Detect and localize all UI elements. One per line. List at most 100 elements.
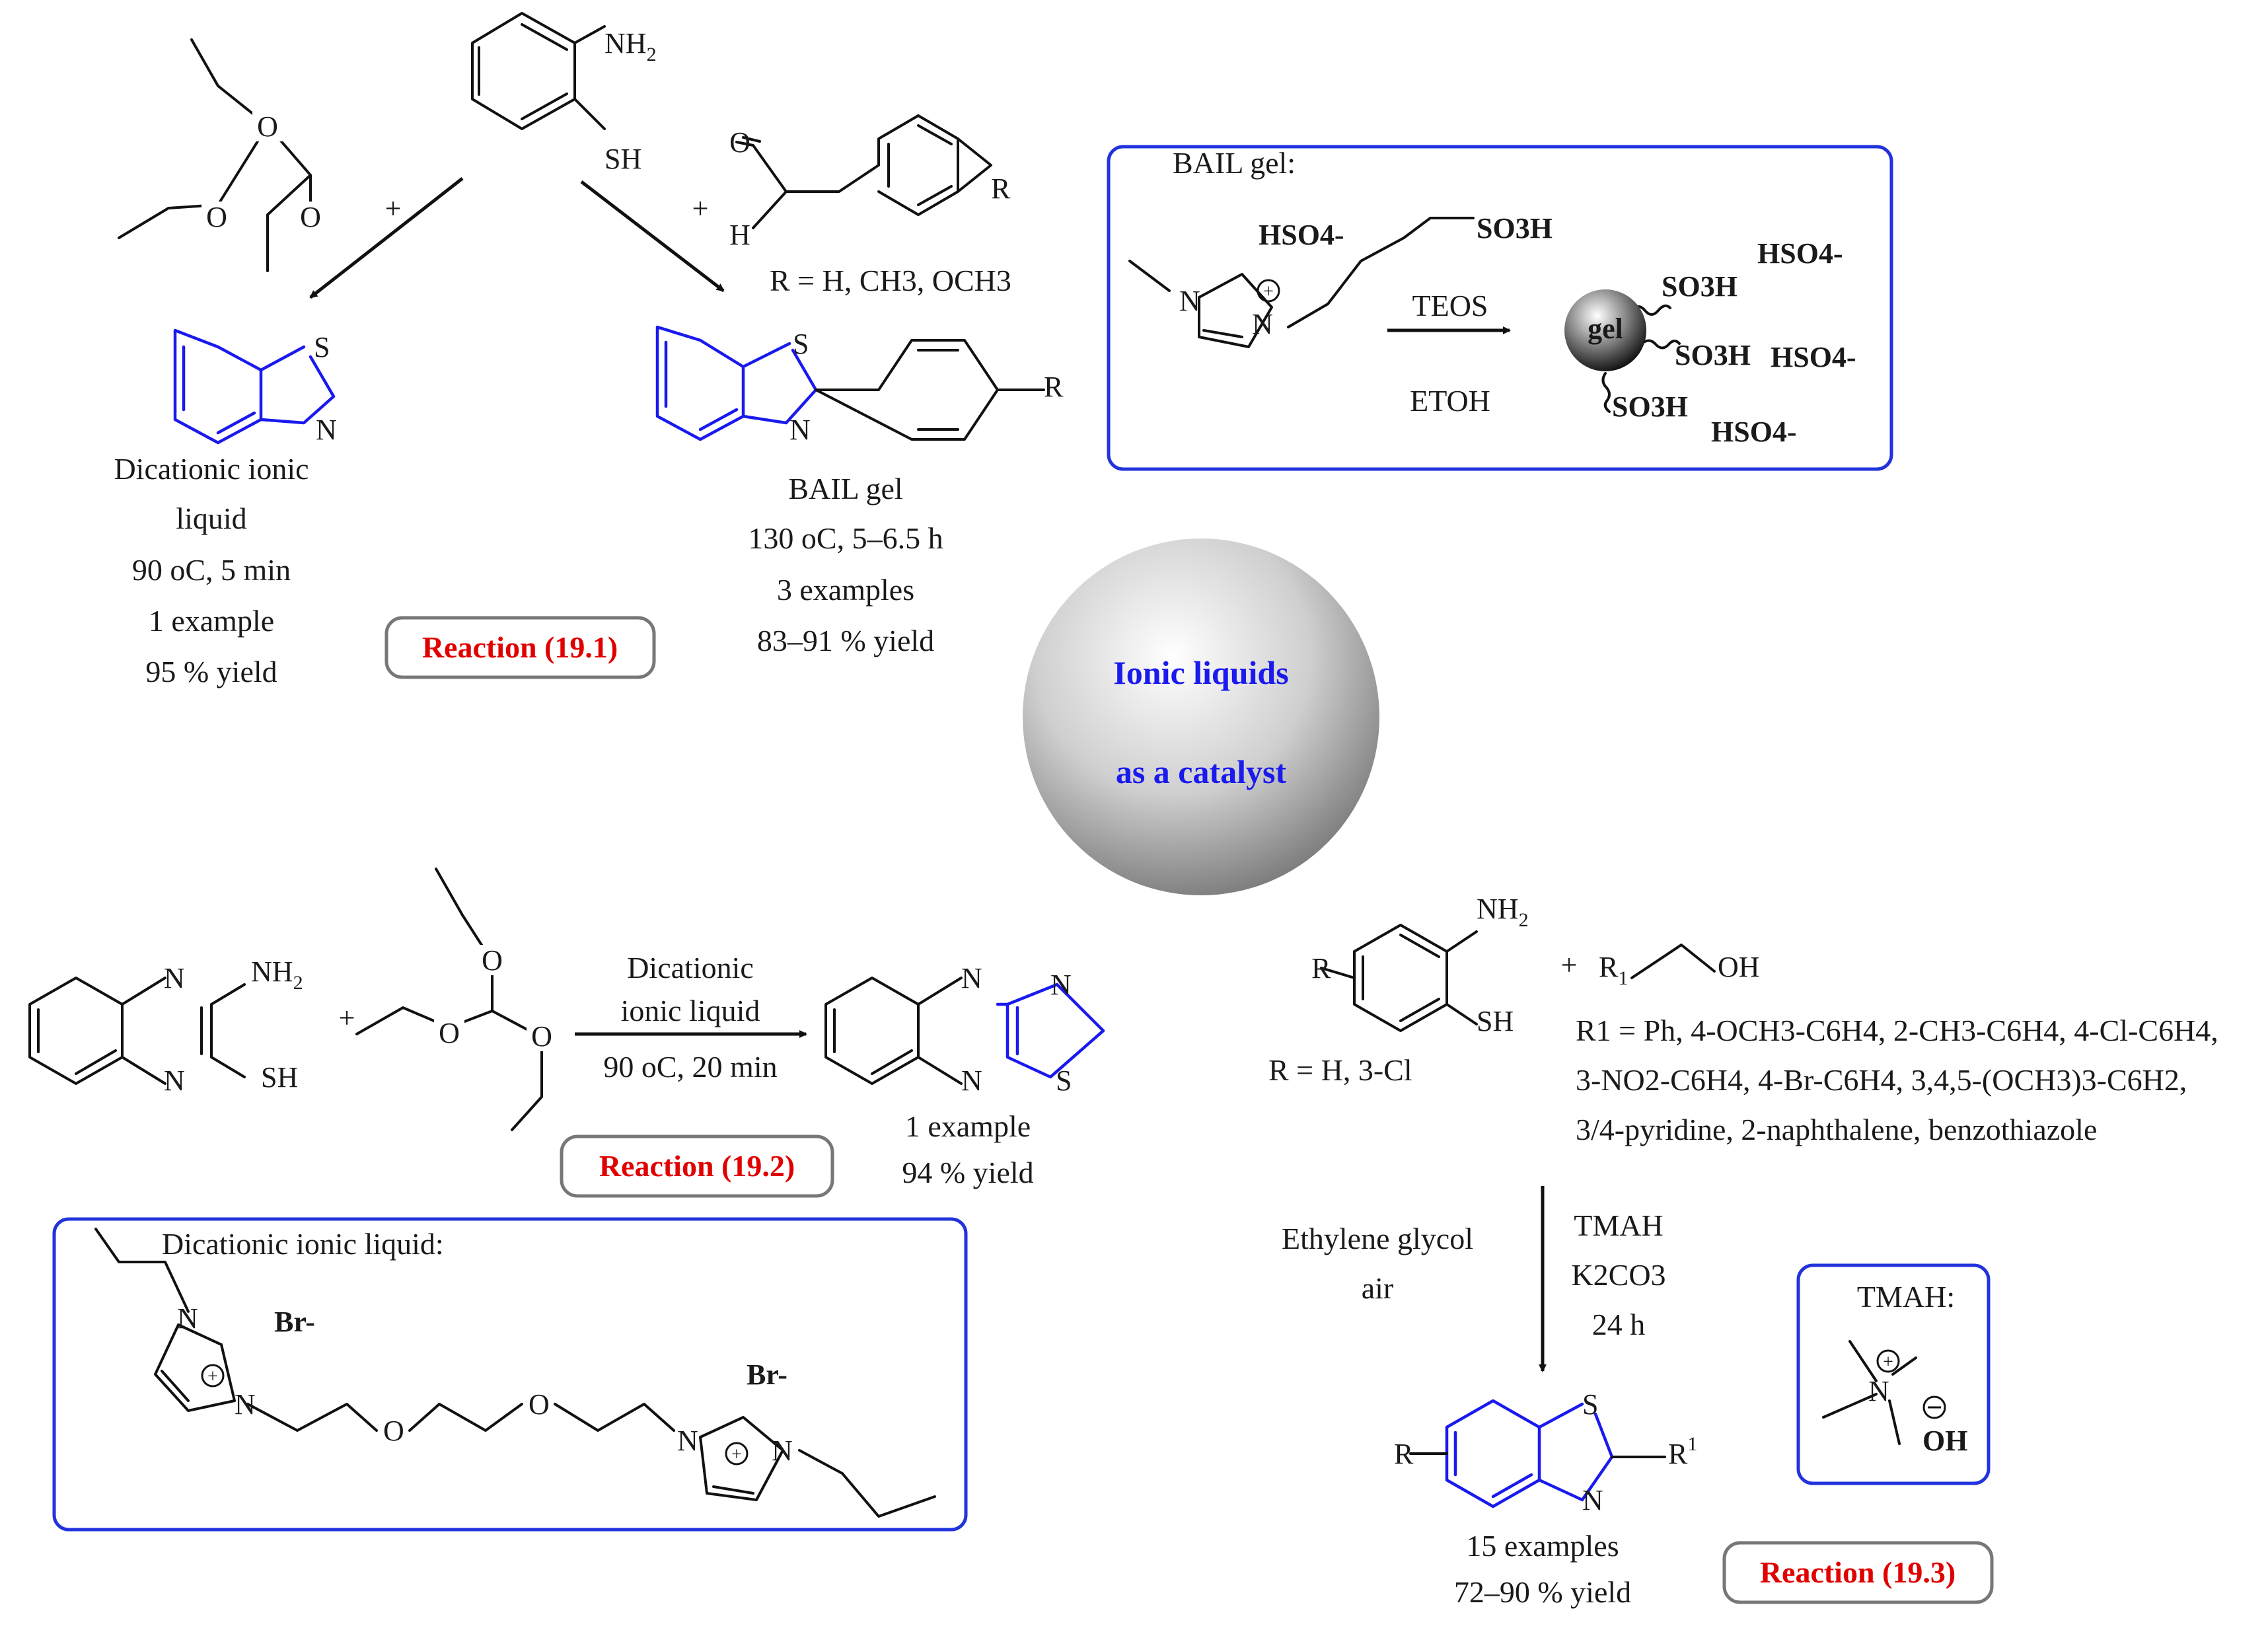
center-title-line1: Ionic liquids xyxy=(1113,654,1288,691)
atom-o: O xyxy=(729,126,750,159)
plus-sign: + xyxy=(385,192,402,225)
atom-oh: OH xyxy=(1718,951,1760,983)
box-title: BAIL gel: xyxy=(1173,146,1296,180)
atom-n: N xyxy=(164,1064,185,1097)
reaction-19-3-label: Reaction (19.3) xyxy=(1722,1541,1994,1604)
atom-sh: SH xyxy=(1477,1005,1514,1037)
atom-o: O xyxy=(383,1415,404,1447)
plus-charge: + xyxy=(1883,1352,1893,1372)
conditions-right: BAIL gel 130 oC, 5–6.5 h 3 examples 83–9… xyxy=(748,472,943,657)
box-title: TMAH: xyxy=(1857,1280,1955,1314)
bromide-anion: Br- xyxy=(747,1358,787,1391)
condition-line: 3 examples xyxy=(777,573,914,607)
atom-nh2: NH2 xyxy=(251,955,303,994)
gel-label: gel xyxy=(1588,313,1623,345)
atom-o: O xyxy=(257,110,278,143)
aminothiophenol-1: NH2 SH xyxy=(471,12,657,175)
aryl-benzothiazole-product: S N R xyxy=(655,325,1064,446)
center-sphere: Ionic liquids as a catalyst xyxy=(1023,538,1379,895)
atom-r: R xyxy=(1044,371,1064,403)
atom-s: S xyxy=(1582,1388,1598,1421)
aminoquinoxalinethiol: N N NH2 SH xyxy=(28,955,303,1097)
r1-def-line: 3-NO2-C6H4, 4-Br-C6H4, 3,4,5-(OCH3)3-C6H… xyxy=(1576,1063,2187,1097)
minus-charge xyxy=(1922,1395,1946,1419)
atom-n: N xyxy=(1582,1484,1603,1516)
reaction-19-1-label: Reaction (19.1) xyxy=(384,616,656,679)
tmah-box: TMAH: N + OH xyxy=(1796,1263,1991,1485)
atom-n: N xyxy=(961,962,982,994)
condition-line: 24 h xyxy=(1592,1308,1646,1341)
atom-n: N xyxy=(177,1302,198,1335)
atom-sh: SH xyxy=(604,143,641,175)
atom-n: N xyxy=(164,962,185,994)
atom-h: H xyxy=(729,219,750,251)
hydroxide: OH xyxy=(1922,1425,1967,1457)
reaction-arrow xyxy=(580,180,725,292)
triethyl-orthoformate-1: O O O xyxy=(118,38,326,272)
aminothiophenol-3: R NH2 SH R = H, 3-Cl xyxy=(1268,893,1529,1087)
svg-text:Reaction (19.2): Reaction (19.2) xyxy=(599,1149,795,1183)
condition-line: 95 % yield xyxy=(145,655,277,688)
primary-alcohol: R1 OH xyxy=(1599,944,1760,989)
atom-n: N xyxy=(677,1425,698,1457)
atom-sh: SH xyxy=(261,1061,298,1094)
atom-n: N xyxy=(1252,308,1273,340)
atom-r1: R1 xyxy=(1668,1433,1697,1470)
r-definition: R = H, 3-Cl xyxy=(1268,1053,1412,1087)
reagent-teos: TEOS xyxy=(1412,289,1488,322)
so3h-group: SO3H xyxy=(1662,270,1738,303)
condition-line: K2CO3 xyxy=(1571,1258,1665,1292)
atom-s: S xyxy=(1056,1064,1072,1097)
atom-n: N xyxy=(316,414,337,446)
plus-sign: + xyxy=(339,1002,355,1034)
plus-charge: + xyxy=(731,1444,742,1465)
condition-line: Ethylene glycol xyxy=(1282,1222,1473,1255)
benzaldehyde: O H R R = H, CH3, OCH3 xyxy=(729,114,1011,297)
atom-r: R xyxy=(1311,952,1331,984)
atom-s: S xyxy=(793,328,809,360)
result-line: 1 example xyxy=(905,1109,1031,1143)
atom-nh2: NH2 xyxy=(604,27,657,65)
result-line: 15 examples xyxy=(1466,1529,1619,1563)
atom-n: N xyxy=(772,1434,793,1467)
condition-line: ionic liquid xyxy=(621,994,760,1027)
plus-sign: + xyxy=(1561,949,1578,981)
so3h-group: SO3H xyxy=(1675,339,1751,371)
bromide-anion: Br- xyxy=(274,1306,315,1338)
reaction-19-2: N N NH2 SH + O O O Dicationic ionic liqu… xyxy=(28,868,1105,1198)
reaction-19-1: O O O + NH2 SH + O H R R = H, CH3, OCH3 xyxy=(114,12,1064,688)
atom-o: O xyxy=(300,201,321,233)
condition-line: 83–91 % yield xyxy=(757,624,934,657)
box-title: Dicationic ionic liquid: xyxy=(162,1227,444,1261)
condition-line: 130 oC, 5–6.5 h xyxy=(748,521,943,555)
condition-line: 90 oC, 5 min xyxy=(132,553,291,587)
atom-s: S xyxy=(314,331,330,363)
gel-particle xyxy=(1564,289,1646,371)
r1-def-line: R1 = Ph, 4-OCH3-C6H4, 2-CH3-C6H4, 4-Cl-C… xyxy=(1576,1014,2218,1047)
reagent-etoh: ETOH xyxy=(1410,384,1490,418)
atom-n: N xyxy=(1050,969,1072,1001)
condition-line: 90 oC, 20 min xyxy=(603,1050,777,1084)
so3h-group: SO3H xyxy=(1477,212,1553,244)
atom-r: R xyxy=(1394,1438,1414,1470)
plus-sign: + xyxy=(692,192,709,225)
so3h-group: SO3H xyxy=(1612,390,1688,423)
condition-line: air xyxy=(1362,1271,1394,1305)
center-title-line2: as a catalyst xyxy=(1116,753,1287,790)
hso4-anion: HSO4- xyxy=(1711,416,1797,448)
bail-gel-box: BAIL gel: N N + HSO4- SO3H TEOS ETOH gel… xyxy=(1107,145,1893,471)
benzothiazole-product: S N xyxy=(173,328,337,446)
atom-o: O xyxy=(482,944,503,977)
atom-n: N xyxy=(235,1388,256,1421)
plus-charge: + xyxy=(1263,281,1274,302)
condition-line: Dicationic ionic xyxy=(114,452,309,486)
condition-line: 1 example xyxy=(149,604,274,638)
condition-line: Dicationic xyxy=(627,951,754,984)
triethyl-orthoformate-2: O O O xyxy=(355,868,557,1131)
hso4-anion: HSO4- xyxy=(1757,237,1843,270)
hso4-anion: HSO4- xyxy=(1259,219,1344,251)
condition-line: BAIL gel xyxy=(788,472,902,505)
reaction-19-2-label: Reaction (19.2) xyxy=(560,1134,834,1198)
atom-n: N xyxy=(1179,285,1200,317)
